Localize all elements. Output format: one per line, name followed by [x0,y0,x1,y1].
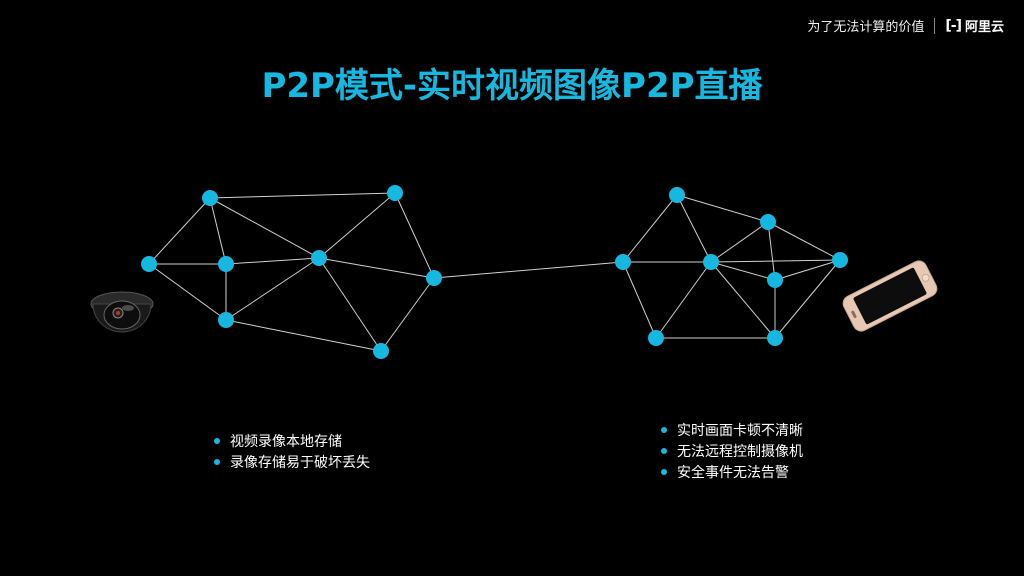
network-edge [148,263,227,321]
network-edge [225,257,320,321]
network-edge [209,197,320,259]
list-item: 无法远程控制摄像机 [661,440,803,461]
slogan: 为了无法计算的价值 [807,20,925,35]
header-divider [934,17,936,34]
network-node [202,190,218,206]
network-edge [318,257,382,352]
network-edge [774,259,841,281]
network-node [373,343,389,359]
network-node [426,270,442,286]
bullet-icon [661,468,667,475]
network-edge [318,192,396,259]
network-edge [209,197,227,265]
network-node [767,330,783,346]
network-edge [767,221,776,281]
network-edge [710,261,776,281]
smartphone-icon [842,260,938,332]
network-edge [148,197,211,265]
network-node [669,187,685,203]
aliyun-logo-icon: [-] [945,17,962,34]
bullet-icon [661,426,667,433]
network-edge [394,192,435,279]
network-node [648,330,664,346]
network-node [760,214,776,230]
network-edge [318,257,435,279]
brand-name: 阿里云 [964,20,1004,35]
list-item: 实时画面卡顿不清晰 [661,419,803,440]
network-edge [710,221,769,263]
network-edge [622,261,657,339]
network-node [311,250,327,266]
bullet-icon [661,447,667,454]
network-edges [148,192,841,352]
network-edge [209,192,396,199]
network-edge [767,221,841,261]
left-bullet-list: 视频录像本地存储 录像存储易于破坏丢失 [214,430,370,472]
list-item: 录像存储易于破坏丢失 [214,451,370,472]
network-edge [676,194,712,263]
network-node [832,252,848,268]
network-edge [710,261,776,339]
header: 为了无法计算的价值 [-] 阿里云 [807,16,1004,35]
network-node [218,312,234,328]
bullet-icon [214,458,220,465]
network-node [141,256,157,272]
network-edge [710,259,841,263]
network-edge [622,194,678,263]
network-node [218,256,234,272]
bullet-icon [214,437,220,444]
network-edge [433,261,624,279]
network-node [703,254,719,270]
security-camera-icon [90,291,154,333]
network-edge [225,257,320,265]
network-edge [225,319,382,352]
network-node [767,272,783,288]
network-edge [676,194,769,223]
slide-title: P2P模式-实时视频图像P2P直播 [261,66,763,106]
network-node [615,254,631,270]
network-nodes [141,185,848,359]
network-edge [655,261,712,339]
right-bullet-list: 实时画面卡顿不清晰 无法远程控制摄像机 安全事件无法告警 [661,419,803,482]
network-edge [380,277,435,352]
list-item: 视频录像本地存储 [214,430,370,451]
network-edge [774,259,841,339]
list-item: 安全事件无法告警 [661,461,803,482]
network-node [387,185,403,201]
brand: [-] 阿里云 [945,16,1004,36]
